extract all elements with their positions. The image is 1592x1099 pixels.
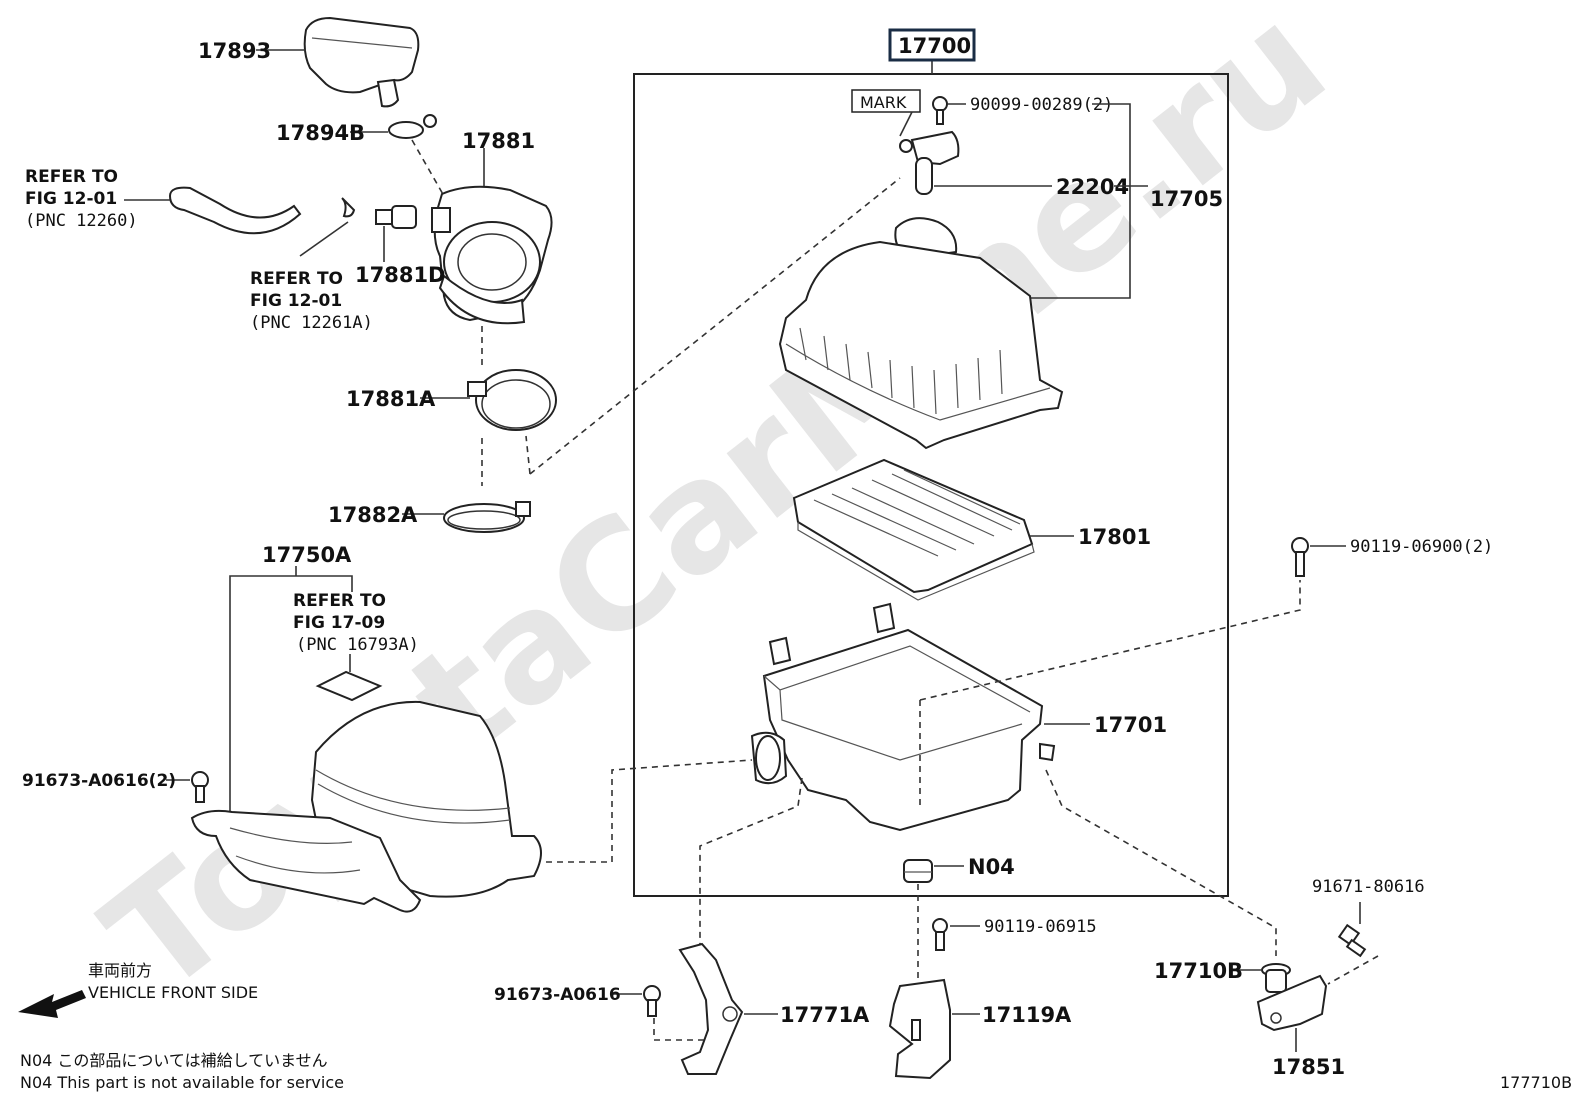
bolt-part-90119-06900[interactable] (1291, 537, 1309, 577)
diagram-number: 177710B (1500, 1073, 1572, 1092)
ref-2-line-3: (PNC 12261A) (250, 313, 373, 333)
ref-2-line-1: REFER TO (250, 269, 343, 289)
cleaner-cap-part[interactable] (778, 217, 1064, 450)
mark-label: MARK (860, 93, 907, 112)
mark-frame (851, 89, 921, 113)
screw-part-90099-00289[interactable] (932, 96, 948, 125)
label-22204[interactable]: 22204 (1056, 175, 1129, 199)
bracket-part-17119A[interactable] (888, 978, 951, 1080)
label-17851[interactable]: 17851 (1272, 1055, 1345, 1079)
airflow-meter-part-22204[interactable] (899, 130, 960, 195)
clamp-part-17894B[interactable] (388, 114, 437, 139)
bracket-part-17771A[interactable] (678, 942, 744, 1075)
assembly-box (633, 73, 1229, 897)
label-17881A[interactable]: 17881A (346, 387, 436, 411)
label-17771A[interactable]: 17771A (780, 1003, 870, 1027)
air-filter-part-17801[interactable] (792, 458, 1035, 601)
ref-3-line-2: FIG 17-09 (293, 613, 385, 633)
label-91673-A0616[interactable]: 91673-A0616 (494, 985, 621, 1005)
ref-1-line-2: FIG 12-01 (25, 189, 117, 209)
label-17700-frame (888, 28, 976, 62)
note-n04-jp: N04 この部品については補給していません (20, 1051, 328, 1070)
label-17701[interactable]: 17701 (1094, 713, 1167, 737)
ref-1-line-3: (PNC 12260) (25, 211, 138, 231)
hose-part[interactable] (168, 186, 302, 235)
front-label-en: VEHICLE FRONT SIDE (88, 983, 258, 1002)
label-91671-80616[interactable]: 91671-80616 (1312, 877, 1425, 897)
label-90119-06900[interactable]: 90119-06900(2) (1350, 537, 1493, 557)
label-17881[interactable]: 17881 (462, 129, 535, 153)
grommet-part-17710B[interactable] (1261, 963, 1291, 993)
label-17750A[interactable]: 17750A (262, 543, 352, 567)
ref-3-line-1: REFER TO (293, 591, 386, 611)
label-17881D[interactable]: 17881D (355, 263, 446, 287)
bracket-part-17851[interactable] (1256, 974, 1328, 1032)
label-91673-A0616-2[interactable]: 91673-A0616(2) (22, 771, 176, 791)
clamp-part-17882A[interactable] (443, 501, 531, 533)
bolt-part-91673-A0616-2[interactable] (191, 771, 209, 803)
air-cleaner-case-part-17701[interactable] (750, 602, 1056, 832)
ref-2-line-2: FIG 12-01 (250, 291, 342, 311)
bolt-part-90119-06915[interactable] (932, 918, 948, 951)
inlet-duct-part-17750A[interactable] (190, 700, 542, 913)
ref-3-line-3: (PNC 16793A) (296, 635, 419, 655)
resonator-part-17893[interactable] (303, 16, 420, 108)
bolt-part-91671-80616[interactable] (1337, 923, 1367, 958)
label-90099-00289[interactable]: 90099-00289(2) (970, 95, 1113, 115)
intake-neck-part-17881[interactable] (431, 185, 553, 325)
sponge-pad[interactable] (315, 670, 383, 702)
grommet-part-N04[interactable] (903, 859, 933, 883)
label-17705[interactable]: 17705 (1150, 187, 1223, 211)
front-label-jp: 車両前方 (88, 961, 152, 980)
label-17119A[interactable]: 17119A (982, 1003, 1072, 1027)
front-arrow-icon (18, 990, 86, 1018)
label-17882A[interactable]: 17882A (328, 503, 418, 527)
note-n04-en: N04 This part is not available for servi… (20, 1073, 344, 1092)
band-part-17881A[interactable] (467, 369, 557, 431)
bolt-part-91673-A0616[interactable] (643, 985, 661, 1017)
label-17710B[interactable]: 17710B (1154, 959, 1243, 983)
label-17894B[interactable]: 17894B (276, 121, 365, 145)
label-17801[interactable]: 17801 (1078, 525, 1151, 549)
ref-1-line-1: REFER TO (25, 167, 118, 187)
label-90119-06915[interactable]: 90119-06915 (984, 917, 1097, 937)
label-17700[interactable]: 17700 (898, 34, 971, 58)
label-N04[interactable]: N04 (968, 855, 1015, 879)
fitting-part-17881D[interactable] (375, 205, 417, 229)
label-17893[interactable]: 17893 (198, 39, 271, 63)
